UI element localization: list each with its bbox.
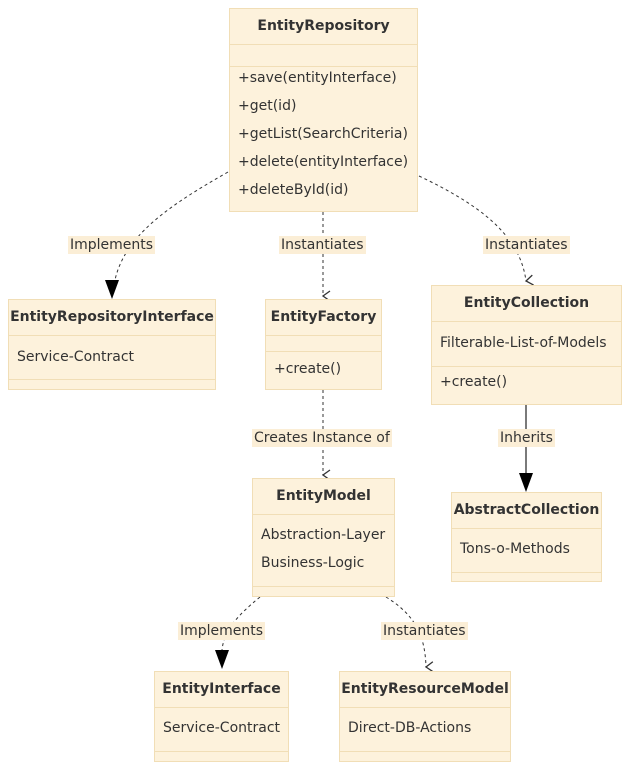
method-row: +get(id) bbox=[238, 98, 297, 114]
attribute-row: Abstraction-Layer bbox=[261, 527, 386, 543]
method-row: +create() bbox=[440, 374, 508, 390]
attribute-section bbox=[9, 335, 215, 336]
attribute-row: Business-Logic bbox=[261, 555, 365, 571]
attribute-section bbox=[230, 44, 417, 45]
edge-label-model-instantiates-resource: Instantiates bbox=[381, 622, 468, 640]
method-section bbox=[452, 572, 601, 573]
class-entity-collection: EntityCollection Filterable-List-of-Mode… bbox=[431, 285, 622, 405]
attribute-section bbox=[340, 707, 510, 708]
edge-repo-implements bbox=[114, 171, 229, 281]
class-name: EntityInterface bbox=[162, 681, 281, 697]
class-entity-repository-interface: EntityRepositoryInterface Service-Contra… bbox=[8, 299, 216, 390]
method-row: +save(entityInterface) bbox=[238, 70, 397, 86]
class-name: EntityResourceModel bbox=[341, 681, 509, 697]
edge-label-repo-instantiates-factory: Instantiates bbox=[279, 236, 366, 254]
class-entity-factory: EntityFactory +create() bbox=[265, 299, 382, 390]
attribute-row: Tons-o-Methods bbox=[460, 541, 570, 557]
attribute-section bbox=[452, 528, 601, 529]
method-row: +getList(SearchCriteria) bbox=[238, 126, 408, 142]
edge-repo-instantiates-collection bbox=[418, 175, 534, 286]
edge-label-factory-creates-model: Creates Instance of bbox=[252, 429, 392, 447]
method-row: +create() bbox=[274, 361, 342, 377]
attribute-section bbox=[253, 514, 394, 515]
method-section bbox=[266, 351, 381, 352]
class-abstract-collection: AbstractCollection Tons-o-Methods bbox=[451, 492, 602, 582]
class-name: EntityCollection bbox=[463, 295, 590, 311]
attribute-section bbox=[155, 707, 288, 708]
attribute-row: Filterable-List-of-Models bbox=[440, 335, 607, 351]
method-section bbox=[432, 366, 621, 367]
class-name: EntityRepository bbox=[257, 18, 390, 34]
class-entity-resource-model: EntityResourceModel Direct-DB-Actions bbox=[339, 671, 511, 762]
edge-label-collection-inherits: Inherits bbox=[498, 429, 555, 447]
arrowhead-repo-implements bbox=[105, 280, 119, 299]
method-section bbox=[155, 751, 288, 752]
class-entity-model: EntityModel Abstraction-Layer Business-L… bbox=[252, 478, 395, 597]
method-section bbox=[230, 66, 417, 67]
class-entity-interface: EntityInterface Service-Contract bbox=[154, 671, 289, 762]
method-section bbox=[340, 751, 510, 752]
class-name: EntityFactory bbox=[270, 309, 377, 325]
edge-label-repo-implements: Implements bbox=[68, 236, 156, 254]
method-row: +deleteById(id) bbox=[238, 182, 349, 198]
class-name: EntityModel bbox=[276, 488, 371, 504]
class-entity-repository: EntityRepository +save(entityInterface) … bbox=[229, 8, 418, 212]
attribute-row: Service-Contract bbox=[17, 349, 135, 365]
class-name: EntityRepositoryInterface bbox=[10, 309, 214, 325]
arrowhead-model-implements bbox=[215, 650, 229, 669]
arrowhead-collection-inherits bbox=[519, 473, 533, 492]
attribute-row: Direct-DB-Actions bbox=[348, 720, 472, 736]
attribute-section bbox=[432, 321, 621, 322]
edge-label-repo-instantiates-collection: Instantiates bbox=[483, 236, 570, 254]
method-section bbox=[9, 379, 215, 380]
attribute-section bbox=[266, 335, 381, 336]
method-section bbox=[253, 586, 394, 587]
edge-label-model-implements: Implements bbox=[178, 622, 266, 640]
class-name: AbstractCollection bbox=[453, 502, 600, 518]
attribute-row: Service-Contract bbox=[163, 720, 281, 736]
method-row: +delete(entityInterface) bbox=[238, 154, 409, 170]
